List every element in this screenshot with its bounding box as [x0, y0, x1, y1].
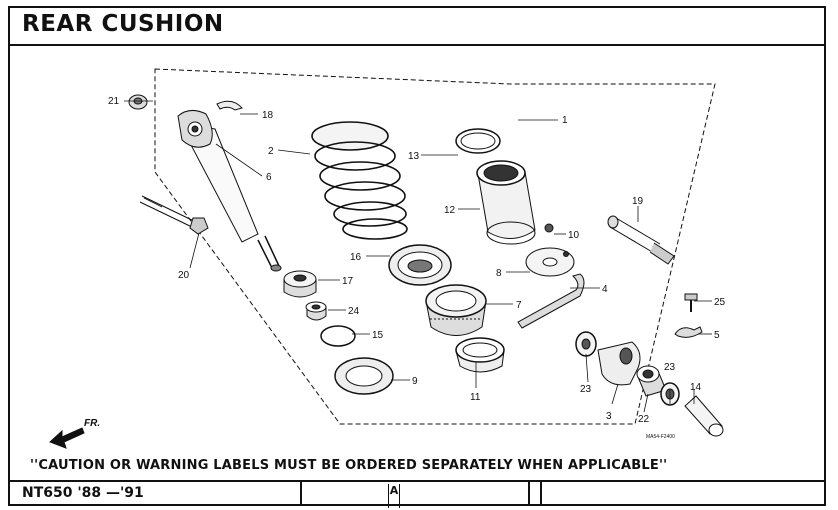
- part-stopper-17: [283, 270, 317, 298]
- footer-bar: NT650 '88 —'91 A: [10, 480, 824, 508]
- callout-22: 22: [638, 414, 650, 425]
- callout-15: 15: [372, 330, 384, 341]
- callout-23-right: 23: [664, 362, 676, 373]
- callout-19: 19: [632, 196, 644, 207]
- model-label: NT650 '88 —'91: [22, 485, 144, 501]
- callout-14: 14: [690, 382, 702, 393]
- callout-24: 24: [348, 306, 360, 317]
- callout-25: 25: [714, 297, 726, 308]
- callout-13: 13: [408, 151, 420, 162]
- part-bracket-3: [597, 341, 641, 386]
- footer-divider: [540, 482, 542, 506]
- front-indicator-label: FR.: [84, 418, 100, 429]
- callout-4: 4: [602, 284, 608, 295]
- callout-11: 11: [470, 392, 481, 403]
- page-title: REAR CUSHION: [22, 11, 224, 37]
- callout-1: 1: [562, 115, 568, 126]
- part-bolt-25: [684, 293, 698, 312]
- exploded-parts-diagram: 1 2 3 4 5 6 7 8 9 10 11 12 13 14 15 16 1…: [49, 68, 726, 449]
- assembly-boundary: [154, 68, 716, 425]
- part-ring-13: [455, 128, 501, 154]
- callout-3: 3: [606, 411, 612, 422]
- part-nut-21: [128, 94, 148, 110]
- part-shock-absorber-6: [177, 110, 282, 272]
- callout-5: 5: [714, 330, 720, 341]
- callout-7: 7: [516, 300, 522, 311]
- part-clip-18: [216, 100, 243, 111]
- callout-9: 9: [412, 376, 418, 387]
- part-nut-10: [544, 223, 554, 233]
- part-ring-11: [455, 337, 505, 373]
- callout-8: 8: [496, 268, 502, 279]
- callout-16: 16: [350, 252, 362, 263]
- part-plate-8: [525, 247, 575, 277]
- parts-page-frame: REAR CUSHION: [8, 6, 826, 508]
- part-collar-14: [684, 395, 724, 437]
- part-bolt-19: [607, 215, 675, 265]
- callout-21: 21: [108, 96, 120, 107]
- callout-2: 2: [268, 146, 274, 157]
- callout-18: 18: [262, 110, 274, 121]
- part-o-ring-15: [320, 325, 356, 347]
- callout-20: 20: [178, 270, 190, 281]
- part-spring-seat-16: [388, 244, 452, 286]
- callout-23-left: 23: [580, 384, 592, 395]
- callout-6: 6: [266, 172, 272, 183]
- part-boot-12: [476, 160, 536, 245]
- front-arrow-icon: [49, 427, 85, 449]
- part-spring-seat-9: [334, 357, 394, 395]
- part-bushing-22: [636, 365, 667, 397]
- block-letter-box: A: [388, 484, 400, 508]
- callout-17: 17: [342, 276, 354, 287]
- part-nut-24: [305, 301, 327, 321]
- part-clip-5: [674, 326, 703, 338]
- part-washer-23-left: [575, 331, 597, 357]
- title-bar: REAR CUSHION: [10, 8, 824, 46]
- part-adjuster-7: [425, 284, 487, 336]
- part-spring-2: [311, 121, 408, 240]
- part-bolt-20: [139, 195, 209, 235]
- footer-divider: [300, 482, 302, 506]
- callout-12: 12: [444, 205, 456, 216]
- callout-10: 10: [568, 230, 580, 241]
- footer-divider: [528, 482, 530, 506]
- figure-ref-code: MA54-F2400: [646, 434, 675, 440]
- caution-notice: ''CAUTION OR WARNING LABELS MUST BE ORDE…: [30, 458, 668, 473]
- part-wrench-4: [517, 273, 585, 329]
